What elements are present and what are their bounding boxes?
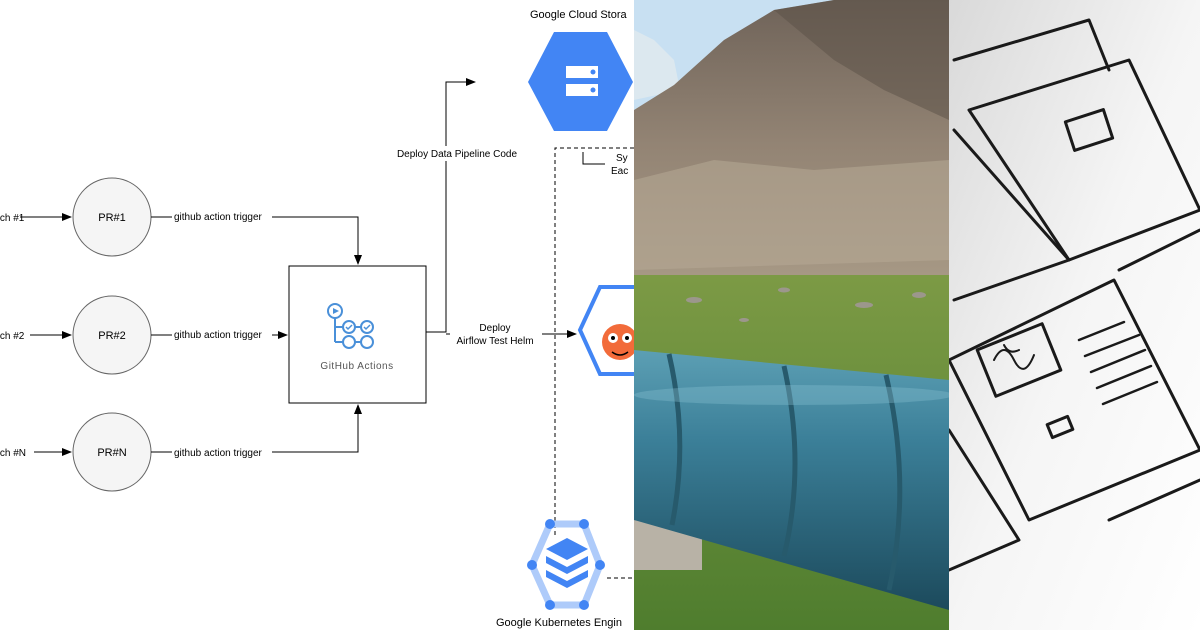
github-actions-box xyxy=(288,265,427,404)
sync-label-line1: Sy xyxy=(616,153,628,164)
scree-band xyxy=(634,160,949,270)
sync-label-line2: Eac xyxy=(611,166,628,177)
kubernetes-engine-icon xyxy=(527,519,605,610)
sketch-button xyxy=(1045,414,1075,440)
gcs-label: Google Cloud Stora xyxy=(530,9,627,21)
pipeline-photo xyxy=(634,0,949,630)
pr-label-1: PR#1 xyxy=(98,212,126,224)
sketch-image-scribble xyxy=(993,344,1035,370)
sketch-card-top xyxy=(967,58,1200,262)
sketch-frame-right xyxy=(1107,228,1200,522)
sketch-card-bottom xyxy=(949,428,1021,572)
trigger-connector-1 xyxy=(151,216,362,265)
pr-label-n: PR#N xyxy=(97,447,126,459)
github-actions-label: GitHub Actions xyxy=(320,361,393,372)
gke-label: Google Kubernetes Engin xyxy=(496,617,622,629)
branch-label-n: ...nch #N xyxy=(0,448,26,459)
deploy-helm-label-line1: Deploy xyxy=(479,323,510,334)
gke-cluster-boundary xyxy=(554,147,634,535)
pipeline xyxy=(634,350,949,610)
sketch-sidebar xyxy=(952,128,1071,302)
branch-label-2: ...nch #2 xyxy=(0,331,25,342)
pr-label-2: PR#2 xyxy=(98,330,126,342)
architecture-diagram: ...nch #1 ...nch #2 ...nch #N PR#1 PR#2 … xyxy=(0,9,634,629)
sketch-text-lines xyxy=(1077,320,1159,406)
trigger-label-n: github action trigger xyxy=(174,448,263,459)
pipe-joints xyxy=(666,353,903,591)
branch-label-1: ...nch #1 xyxy=(0,213,25,224)
deploy-helm-label-line2: Airflow Test Helm xyxy=(456,336,533,347)
wireframe-sketch-photo xyxy=(949,0,1200,630)
rocks xyxy=(686,287,926,322)
sketch-card-main xyxy=(949,278,1200,522)
sketch-icon-top xyxy=(1063,108,1115,152)
sketch-frame-top xyxy=(952,18,1111,72)
pipe-highlight xyxy=(634,385,949,405)
github-actions-icon xyxy=(327,303,374,349)
trigger-label-1: github action trigger xyxy=(174,212,263,223)
snow-peak xyxy=(634,30,680,100)
cloud-storage-icon xyxy=(528,32,633,131)
mountain-ridge-shadow xyxy=(774,0,949,120)
sync-note-bracket xyxy=(582,152,605,165)
trigger-label-2: github action trigger xyxy=(174,330,263,341)
deploy-code-label: Deploy Data Pipeline Code xyxy=(397,149,518,160)
airflow-icon xyxy=(577,285,634,376)
deploy-code-connector xyxy=(426,78,476,333)
sketch-image-box xyxy=(975,322,1063,398)
